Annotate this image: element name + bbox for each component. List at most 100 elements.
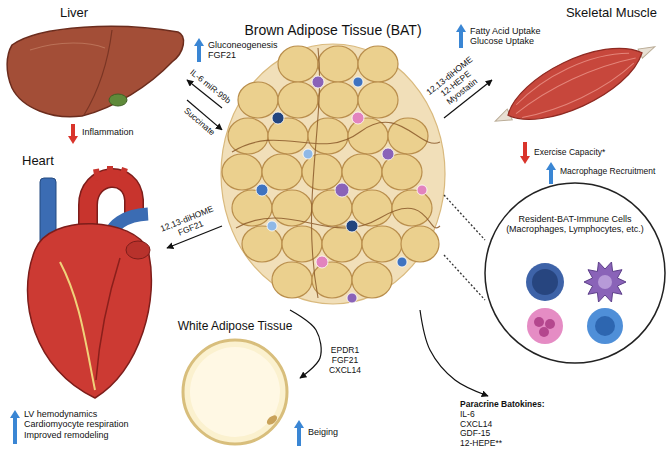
brown-adipocyte-part (282, 226, 322, 262)
signal-label: IL-6 miR-99b (188, 68, 232, 106)
brown-adipocyte-part (392, 190, 432, 226)
effect-arrow (10, 24, 556, 446)
effect-arrow-part (456, 24, 466, 48)
liver-illustration-part (30, 43, 105, 50)
brown-adipocyte-part (272, 262, 312, 298)
tissue-box: Brown Adipose Tissue (BAT) (222, 20, 444, 310)
node-title: Liver (60, 6, 187, 21)
immune-zoom-circle-part (539, 327, 549, 337)
organ-box: Heart (4, 152, 167, 407)
signal-label: EPDR1 FGF21 CXCL14 (327, 346, 363, 375)
signal-label: 12,13-diHOME FGF21 (158, 204, 221, 244)
brown-adipocyte-part (318, 46, 358, 82)
signal-arrow (290, 310, 321, 378)
brown-adipocyte-part (272, 190, 312, 226)
brown-adipocyte-part (358, 46, 398, 82)
brown-adipocyte-part (268, 118, 308, 154)
brown-adipocyte-part (352, 262, 392, 298)
immune-zoom-circle-part (527, 308, 563, 344)
brown-adipocyte-part (352, 190, 392, 226)
brown-adipocyte-part (242, 226, 282, 262)
brown-adipocyte-part (362, 226, 402, 262)
immune-zoom-circle-part (587, 308, 623, 344)
effect-arrow-part (194, 38, 204, 62)
white-adipocyte (183, 340, 287, 444)
effect-label: Inflammation (82, 127, 134, 137)
effect-label: Fatty Acid Uptake Glucose Uptake (470, 26, 550, 47)
effect-label: Exercise Capacity* (534, 148, 605, 158)
liver-illustration-part (109, 94, 127, 106)
immune-cell-part (353, 77, 363, 87)
immune-cell (256, 76, 427, 303)
brown-adipocyte-part (401, 226, 439, 262)
effect-arrow-part (68, 124, 78, 144)
white-adipocyte-part (190, 347, 280, 437)
effect-arrow-part (546, 162, 556, 184)
brown-adipocyte-part (278, 46, 318, 82)
immune-cell-part (316, 256, 328, 268)
immune-zoom-circle (485, 183, 665, 363)
brown-adipocyte-part (238, 82, 278, 118)
effect-arrow-part (520, 142, 530, 164)
brown-adipocyte-part (308, 118, 348, 154)
brown-adipocyte-part (232, 190, 272, 226)
immune-cell-part (303, 149, 313, 159)
zoom-circle: Resident-BAT-Immune Cells (Macrophages, … (485, 183, 665, 363)
muscle-illustration-part (508, 41, 641, 126)
tissue-box: White Adipose Tissue (170, 318, 300, 448)
capillary-part (232, 122, 440, 152)
effect-label: LV hemodynamics Cardiomyocyte respiratio… (24, 409, 142, 440)
text-block: Paracrine Batokines:IL-6 CXCL14 GDF-15 1… (456, 396, 560, 456)
brown-adipocyte-part (342, 154, 382, 190)
white-adipocyte-part (183, 340, 287, 444)
immune-zoom-circle-part (545, 319, 555, 329)
immune-zoom-circle-part (485, 183, 665, 363)
node-title: Heart (22, 154, 167, 169)
immune-zoom-circle-part (526, 263, 564, 301)
immune-cell-part (382, 148, 394, 160)
node-title: Resident-BAT-Immune Cells (Macrophages, … (501, 214, 649, 235)
heart-illustration (28, 166, 152, 398)
effect-label: Gluconeogenesis FGF21 (208, 40, 282, 61)
heart-illustration-part (126, 241, 150, 259)
immune-zoom-circle-part (595, 316, 615, 336)
brown-adipocyte-part (358, 82, 398, 118)
immune-cell-part (397, 257, 407, 267)
liver-illustration (7, 26, 183, 116)
heart-illustration-part (96, 258, 120, 380)
signal-arrow (420, 310, 488, 396)
zoom-line (444, 195, 485, 300)
brown-adipocyte-part (222, 154, 262, 190)
brown-adipocyte-part (228, 118, 268, 154)
capillary-part (236, 208, 440, 228)
immune-cell-part (347, 293, 357, 303)
immune-cell-part (346, 220, 358, 232)
brown-adipocyte-part (318, 82, 358, 118)
immune-cell-part (272, 112, 284, 124)
liver-illustration-part (84, 30, 112, 115)
node-title: White Adipose Tissue (170, 320, 300, 334)
signal-label: 12,13-diHOME 12-HEPE Myostatin (424, 54, 489, 114)
node-title: Brown Adipose Tissue (BAT) (222, 22, 444, 38)
organ-box: Liver (4, 4, 187, 122)
node-title: Skeletal Muscle (492, 6, 657, 21)
immune-cell-part (312, 76, 324, 88)
effect-label: Beiging (308, 427, 338, 437)
white-adipocyte-part (265, 413, 279, 426)
brown-adipocyte-part (262, 154, 302, 190)
brown-adipocyte-part (312, 262, 352, 298)
brown-adipocyte (222, 46, 439, 298)
immune-zoom-circle-part (534, 317, 544, 327)
heart-illustration-part (60, 262, 95, 390)
heart-illustration-part (28, 224, 152, 398)
immune-zoom-circle-part (584, 262, 626, 302)
immune-zoom-circle-part (532, 269, 558, 295)
immune-cell-part (352, 112, 364, 124)
liver-illustration-part (7, 26, 183, 116)
immune-cell-part (335, 183, 349, 197)
immune-zoom-circle-part (598, 275, 612, 289)
heart-illustration-part (96, 166, 125, 180)
effect-arrow-part (294, 420, 304, 446)
